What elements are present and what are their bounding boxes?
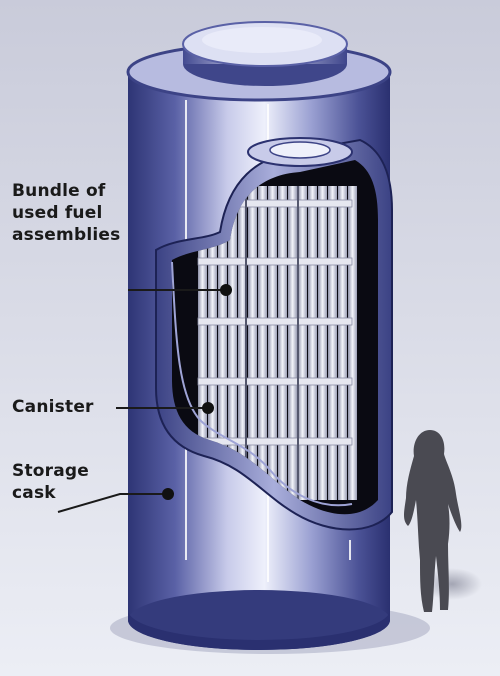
fuel-rod	[328, 186, 337, 500]
fuel-rod	[258, 186, 267, 500]
cask-lid	[182, 21, 348, 86]
fuel-rod	[198, 186, 207, 500]
canister-label: Canister	[12, 396, 94, 418]
bundle-label: Bundle of used fuel assemblies	[12, 180, 120, 246]
fuel-rod	[278, 186, 287, 500]
canister-edge	[171, 261, 353, 507]
canister-label-text: Canister	[12, 397, 94, 417]
fuel-rod	[338, 186, 347, 500]
fuel-rod	[228, 186, 237, 500]
fuel-rod	[218, 186, 227, 500]
spacer-grid	[197, 257, 353, 266]
fuel-rod	[288, 186, 297, 500]
fuel-rod	[318, 186, 327, 500]
cask-label-line1: Storage	[12, 461, 90, 481]
bundle-label-line1: Bundle of	[12, 181, 106, 201]
fuel-assemblies	[197, 186, 357, 500]
fuel-rod	[238, 186, 247, 500]
fuel-rod	[268, 186, 277, 500]
cask-label-line2: cask	[12, 483, 56, 503]
spacer-grid	[197, 317, 353, 326]
fuel-rod	[208, 186, 217, 500]
human-silhouette-icon	[404, 430, 482, 612]
fuel-rod	[298, 186, 307, 500]
cask-label: Storage cask	[12, 460, 89, 504]
spacer-grid	[197, 377, 353, 386]
bundle-label-line3: assemblies	[12, 225, 121, 245]
bundle-label-line2: used fuel	[12, 203, 103, 223]
fuel-rod	[348, 186, 357, 500]
fuel-rod	[308, 186, 317, 500]
fuel-rod	[248, 186, 257, 500]
leader-lines	[57, 284, 232, 513]
